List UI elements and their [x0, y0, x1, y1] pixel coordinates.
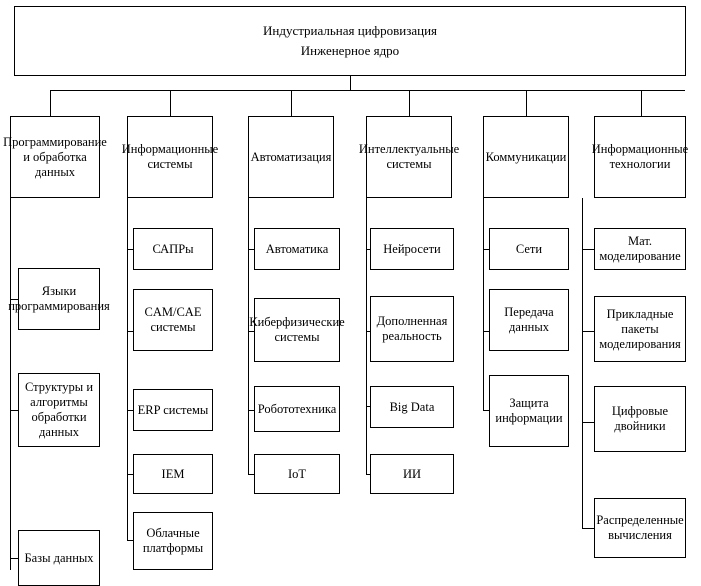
column-1-item-1: Языки программирования	[8, 268, 110, 330]
column-2-item-3: ERP системы	[133, 389, 213, 431]
column-3-item-3: Робототехника	[254, 386, 340, 432]
column-2-item-3-label: ERP системы	[137, 402, 209, 417]
column-6-item-4: Распределенные вычисления	[594, 498, 686, 558]
column-1-item-1-label: Языки программирования	[8, 284, 110, 313]
column-6-item-3: Цифровые двойники	[594, 386, 686, 452]
column-4-connector-3	[366, 406, 370, 407]
column-6-head-label: Информационные технологии	[591, 142, 689, 171]
column-4-item-4-label: ИИ	[402, 466, 422, 481]
column-1-item-3: Базы данных	[18, 530, 100, 586]
column-5-spine	[483, 198, 484, 410]
column-5-head-label: Коммуникации	[485, 149, 567, 164]
column-3-item-2: Киберфизические системы	[249, 298, 345, 362]
column-3-connector-1	[248, 249, 254, 250]
column-4-item-2-label: Дополненная реальность	[376, 314, 448, 343]
column-4-connector-4	[366, 474, 370, 475]
column-1-connector-1	[10, 299, 18, 300]
column-3-connector-2	[248, 331, 254, 332]
bus-drop-2	[170, 90, 171, 116]
column-6-item-3-label: Цифровые двойники	[611, 404, 669, 433]
column-6-head: Информационные технологии	[591, 116, 689, 198]
column-1-item-3-label: Базы данных	[24, 550, 94, 565]
column-3-head: Автоматизация	[248, 116, 334, 198]
column-3-item-3-label: Робототехника	[257, 401, 337, 416]
column-4-item-1-label: Нейросети	[383, 241, 441, 256]
column-2-head: Информационные системы	[122, 116, 218, 198]
column-2-spine	[127, 198, 128, 540]
column-2-connector-5	[127, 540, 133, 541]
horizontal-bus	[50, 90, 685, 91]
column-4-item-4: ИИ	[370, 454, 454, 494]
column-4-item-2: Дополненная реальность	[370, 296, 454, 362]
bus-drop-1	[50, 90, 51, 116]
column-6-item-1-label: Мат. моделирование	[599, 234, 681, 263]
column-2-item-2: CAM/CAE системы	[133, 289, 213, 351]
column-6-spine	[582, 198, 583, 528]
column-5-item-2-label: Передача данных	[504, 305, 554, 334]
column-5-head: Коммуникации	[483, 116, 569, 198]
column-4-item-3-label: Big Data	[389, 399, 435, 414]
column-4-connector-2	[366, 331, 370, 332]
bus-drop-4	[409, 90, 410, 116]
column-4-item-1: Нейросети	[370, 228, 454, 270]
column-3-connector-3	[248, 410, 254, 411]
bus-drop-5	[526, 90, 527, 116]
column-2-item-5-label: Облачные платформы	[142, 526, 204, 555]
column-5-item-1-label: Сети	[515, 241, 543, 256]
column-5-connector-2	[483, 331, 489, 332]
column-6-item-4-label: Распределенные вычисления	[596, 513, 684, 542]
column-5-connector-1	[483, 249, 489, 250]
column-6-item-1: Мат. моделирование	[594, 228, 686, 270]
column-3-head-label: Автоматизация	[250, 149, 332, 164]
column-2-item-2-label: CAM/CAE системы	[144, 305, 202, 334]
column-2-connector-1	[127, 249, 133, 250]
column-3-item-4: IoT	[254, 454, 340, 494]
column-1-item-2-label: Структуры и алгоритмы обработки данных	[24, 380, 94, 439]
column-2-item-4: IEM	[133, 454, 213, 494]
column-6-connector-2	[582, 331, 594, 332]
column-6-connector-1	[582, 249, 594, 250]
column-5-item-2: Передача данных	[489, 289, 569, 351]
column-4-head-label: Интеллектуальные системы	[358, 142, 460, 171]
column-5-item-3: Защита информации	[489, 375, 569, 447]
column-3-item-1: Автоматика	[254, 228, 340, 270]
column-3-spine	[248, 198, 249, 474]
column-1-connector-2	[10, 410, 18, 411]
column-2-head-label: Информационные системы	[121, 142, 219, 171]
column-1-connector-3	[10, 558, 18, 559]
bus-drop-6	[641, 90, 642, 116]
column-2-item-1: САПРы	[133, 228, 213, 270]
column-4-connector-1	[366, 249, 370, 250]
column-3-item-4-label: IoT	[287, 466, 307, 481]
column-6-connector-4	[582, 528, 594, 529]
root-title-line1: Индустриальная цифровизация	[262, 23, 437, 38]
column-3-item-1-label: Автоматика	[265, 241, 329, 256]
column-4-head: Интеллектуальные системы	[359, 116, 459, 198]
column-3-connector-4	[248, 474, 254, 475]
column-2-item-1-label: САПРы	[152, 241, 194, 256]
root-title-line2: Инженерное ядро	[300, 43, 400, 58]
column-5-connector-3	[483, 410, 489, 411]
column-2-connector-2	[127, 331, 133, 332]
column-4-spine	[366, 198, 367, 474]
column-4-item-3: Big Data	[370, 386, 454, 428]
column-2-connector-3	[127, 410, 133, 411]
column-3-item-2-label: Киберфизические системы	[249, 315, 345, 344]
column-5-item-3-label: Защита информации	[495, 396, 563, 425]
root-node: Индустриальная цифровизация Инженерное я…	[14, 6, 686, 76]
column-1-head-label: Программирование и обработка данных	[3, 134, 107, 179]
column-2-connector-4	[127, 474, 133, 475]
column-6-connector-3	[582, 422, 594, 423]
column-2-item-4-label: IEM	[161, 466, 185, 481]
root-trunk	[350, 76, 351, 90]
column-6-item-2-label: Прикладные пакеты моделирования	[599, 306, 681, 351]
column-1-item-2: Структуры и алгоритмы обработки данных	[18, 373, 100, 447]
bus-drop-3	[291, 90, 292, 116]
column-2-item-5: Облачные платформы	[133, 512, 213, 570]
column-1-head: Программирование и обработка данных	[3, 116, 107, 198]
column-6-item-2: Прикладные пакеты моделирования	[594, 296, 686, 362]
column-1-spine	[10, 198, 11, 570]
column-5-item-1: Сети	[489, 228, 569, 270]
